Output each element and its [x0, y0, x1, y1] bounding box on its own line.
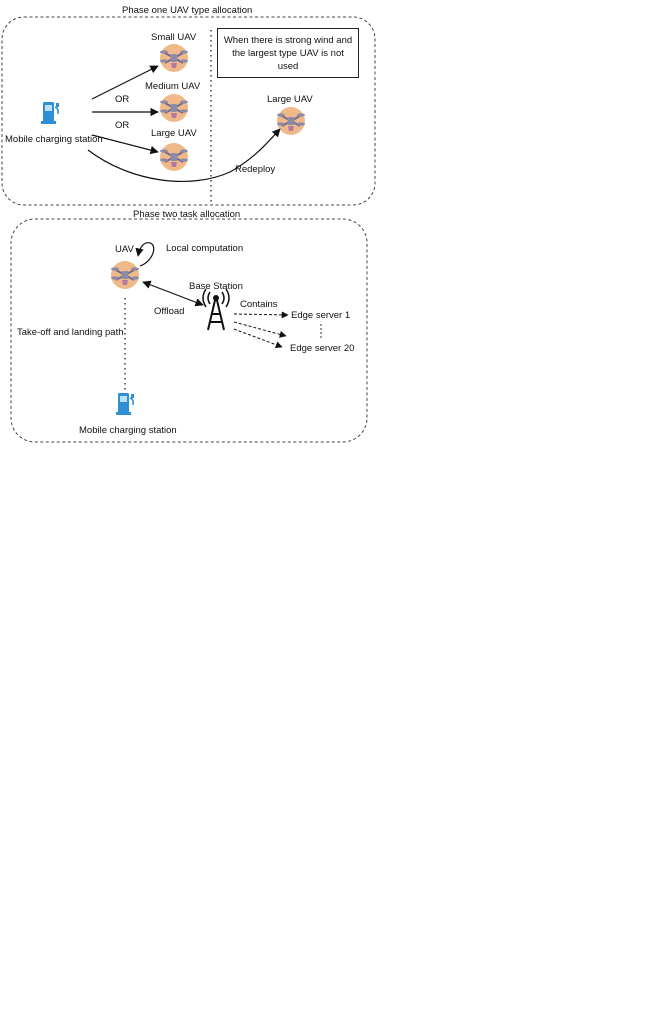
large-uav-label: Large UAV — [151, 128, 197, 139]
contains-arrow-2 — [233, 321, 287, 338]
edge-server-1-label: Edge server 1 — [291, 310, 351, 321]
contains-arrow-1 — [233, 311, 289, 319]
or-label-2: OR — [115, 120, 130, 131]
arrow-to-large-uav — [91, 134, 159, 155]
charging-station-icon — [40, 101, 60, 125]
local-computation-label: Local computation — [166, 243, 244, 254]
path-label: Take-off and landing path — [17, 327, 124, 338]
phase2-station-label: Mobile charging station — [79, 425, 177, 436]
strong-wind-note: When there is strong wind and the larges… — [217, 28, 359, 78]
station-label: Mobile charging station — [5, 134, 103, 145]
or-label-1: OR — [115, 94, 130, 105]
uav-label: UAV — [115, 244, 134, 255]
small-uav-icon — [159, 43, 189, 73]
phase2-frame — [10, 218, 368, 443]
diagram-canvas — [1, 16, 376, 443]
base-station-label: Base Station — [189, 281, 243, 292]
offload-label: Offload — [154, 306, 185, 317]
phase2-uav-icon — [110, 260, 140, 290]
large-uav-right-label: Large UAV — [267, 94, 313, 105]
phase1-title: Phase one UAV type allocation — [122, 5, 253, 16]
redeploy-label: Redeploy — [235, 164, 276, 175]
base-station-tower-icon — [202, 288, 230, 331]
large-uav-right-icon — [276, 106, 306, 136]
medium-uav-label: Medium UAV — [145, 81, 201, 92]
phase1-frame — [1, 16, 376, 206]
offload-arrow — [142, 280, 204, 307]
local-computation-loop — [135, 242, 155, 267]
contains-arrow-3 — [233, 328, 283, 349]
medium-uav-icon — [159, 93, 189, 123]
phase2-title: Phase two task allocation — [133, 209, 241, 220]
small-uav-label: Small UAV — [151, 32, 197, 43]
edge-server-20-label: Edge server 20 — [290, 343, 355, 354]
redeploy-arrow — [87, 128, 281, 182]
arrow-to-small-uav — [91, 65, 159, 100]
contains-label: Contains — [240, 299, 278, 310]
large-uav-icon — [159, 142, 189, 172]
phase2-charging-station-icon — [115, 392, 135, 416]
